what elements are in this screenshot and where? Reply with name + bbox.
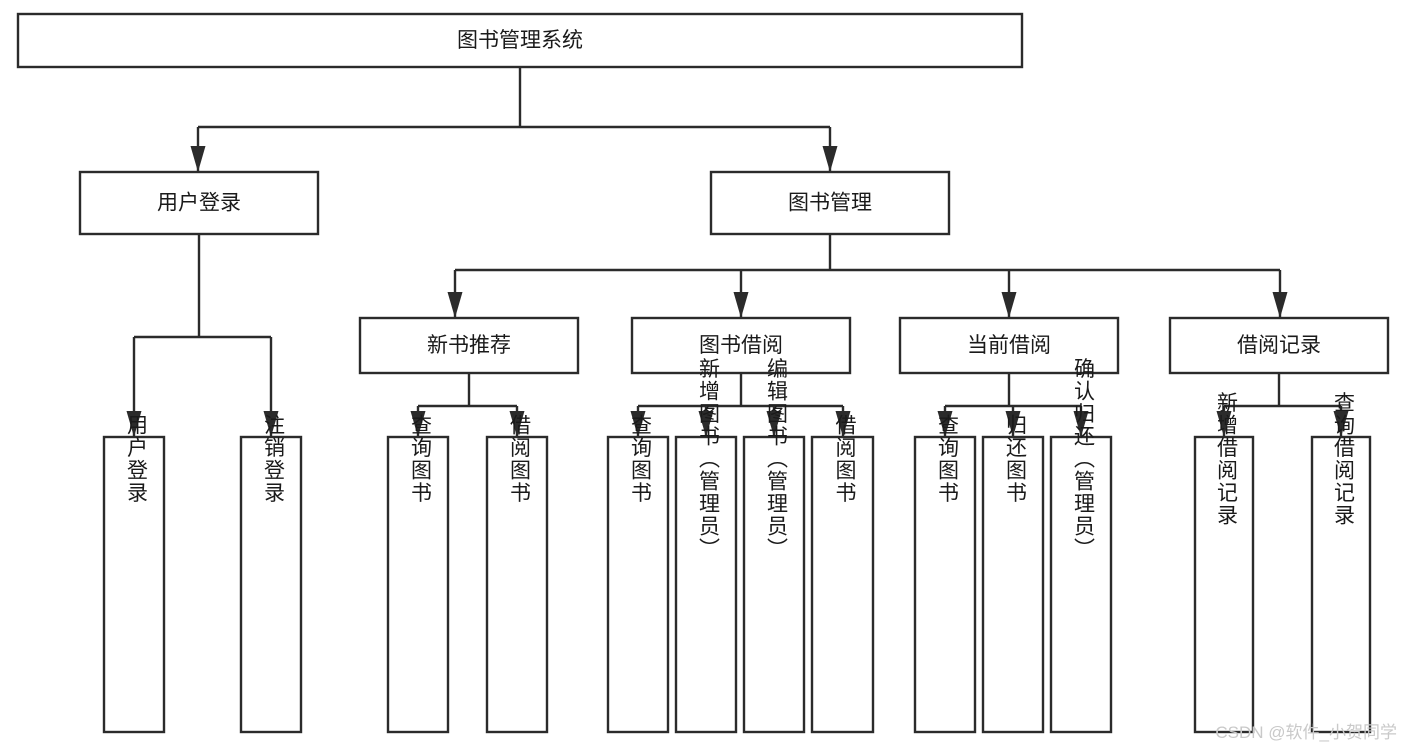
node-box-book-manage	[709, 170, 951, 236]
arrow-head-icon	[509, 411, 525, 437]
node-box-new-book-rec	[358, 316, 580, 375]
node-book-borrow[interactable]: 图书借阅	[630, 316, 852, 375]
node-box-leaf-query-record	[1310, 435, 1372, 734]
node-leaf-borrow-book-rec[interactable]: 借阅图书	[485, 414, 549, 734]
node-label-new-book-rec: 新书推荐	[427, 334, 511, 357]
arrow-head-icon	[733, 292, 749, 318]
node-leaf-return-book[interactable]: 归还图书	[981, 414, 1045, 734]
node-label-borrow-record: 借阅记录	[1237, 334, 1321, 357]
node-label-leaf-query-book-current: 查询图书	[935, 414, 959, 504]
node-label-leaf-borrow-book-rec: 借阅图书	[507, 414, 531, 504]
node-label-leaf-query-record: 查询借阅记录	[1331, 392, 1355, 527]
arrow-head-icon	[698, 411, 714, 437]
arrow-head-icon	[1216, 411, 1232, 437]
node-leaf-query-book-current[interactable]: 查询图书	[913, 414, 977, 734]
arrow-head-icon	[1272, 292, 1288, 318]
arrow-head-icon	[1333, 411, 1349, 437]
node-leaf-edit-book[interactable]: 编辑图书（管理员）	[742, 358, 806, 734]
node-label-leaf-logout: 注销登录	[261, 414, 285, 504]
node-label-current-borrow: 当前借阅	[967, 334, 1051, 357]
node-box-leaf-confirm-return	[1049, 435, 1113, 734]
arrow-head-icon	[263, 411, 279, 437]
arrow-head-icon	[835, 411, 851, 437]
node-label-root: 图书管理系统	[457, 29, 583, 52]
node-book-manage[interactable]: 图书管理	[709, 170, 951, 236]
node-label-leaf-return-book: 归还图书	[1003, 414, 1027, 504]
node-label-leaf-user-login: 用户登录	[124, 414, 148, 504]
arrow-head-icon	[1005, 411, 1021, 437]
arrow-head-icon	[630, 411, 646, 437]
node-box-leaf-borrow-book	[810, 435, 875, 734]
node-box-book-borrow	[630, 316, 852, 375]
node-leaf-add-book[interactable]: 新增图书（管理员）	[674, 358, 738, 734]
node-box-user-login	[78, 170, 320, 236]
node-label-leaf-add-book: 新增图书（管理员）	[696, 358, 720, 561]
arrow-head-icon	[410, 411, 426, 437]
node-label-leaf-edit-book: 编辑图书（管理员）	[764, 358, 788, 561]
node-label-leaf-confirm-return: 确认归还（管理员）	[1071, 358, 1095, 561]
node-borrow-record[interactable]: 借阅记录	[1168, 316, 1390, 375]
node-leaf-query-record[interactable]: 查询借阅记录	[1310, 392, 1372, 734]
node-box-leaf-edit-book	[742, 435, 806, 734]
node-root[interactable]: 图书管理系统	[16, 12, 1024, 69]
node-new-book-rec[interactable]: 新书推荐	[358, 316, 580, 375]
node-box-current-borrow	[898, 316, 1120, 375]
node-leaf-logout[interactable]: 注销登录	[239, 414, 303, 734]
arrow-head-icon	[937, 411, 953, 437]
node-leaf-confirm-return[interactable]: 确认归还（管理员）	[1049, 358, 1113, 734]
node-leaf-add-record[interactable]: 新增借阅记录	[1193, 392, 1255, 734]
node-box-root	[16, 12, 1024, 69]
arrow-head-icon	[1073, 411, 1089, 437]
arrow-head-icon	[190, 146, 206, 172]
node-box-leaf-user-login	[102, 435, 166, 734]
node-user-login[interactable]: 用户登录	[78, 170, 320, 236]
csdn-watermark: CSDN @软件_小贺同学	[1215, 723, 1397, 742]
node-box-leaf-logout	[239, 435, 303, 734]
arrow-head-icon	[1001, 292, 1017, 318]
node-box-borrow-record	[1168, 316, 1390, 375]
node-label-book-borrow: 图书借阅	[699, 334, 783, 357]
connector-layer	[126, 67, 1349, 437]
arrow-head-icon	[447, 292, 463, 318]
node-leaf-query-book-rec[interactable]: 查询图书	[386, 414, 450, 734]
node-label-leaf-query-book-rec: 查询图书	[408, 414, 432, 504]
node-leaf-borrow-book[interactable]: 借阅图书	[810, 414, 875, 734]
node-label-leaf-add-record: 新增借阅记录	[1214, 392, 1238, 527]
arrow-head-icon	[126, 411, 142, 437]
node-leaf-user-login[interactable]: 用户登录	[102, 414, 166, 734]
node-box-leaf-add-book	[674, 435, 738, 734]
node-layer: 图书管理系统用户登录图书管理新书推荐图书借阅当前借阅借阅记录用户登录注销登录查询…	[16, 12, 1390, 734]
node-box-leaf-borrow-book-rec	[485, 435, 549, 734]
node-leaf-query-book-borrow[interactable]: 查询图书	[606, 414, 670, 734]
node-label-leaf-borrow-book: 借阅图书	[833, 414, 857, 504]
arrow-head-icon	[766, 411, 782, 437]
node-label-user-login: 用户登录	[157, 192, 241, 215]
node-box-leaf-query-book-borrow	[606, 435, 670, 734]
node-box-leaf-query-book-rec	[386, 435, 450, 734]
node-label-book-manage: 图书管理	[788, 192, 872, 215]
node-box-leaf-add-record	[1193, 435, 1255, 734]
node-current-borrow[interactable]: 当前借阅	[898, 316, 1120, 375]
node-label-leaf-query-book-borrow: 查询图书	[628, 414, 652, 504]
node-box-leaf-return-book	[981, 435, 1045, 734]
node-box-leaf-query-book-current	[913, 435, 977, 734]
arrow-head-icon	[822, 146, 838, 172]
